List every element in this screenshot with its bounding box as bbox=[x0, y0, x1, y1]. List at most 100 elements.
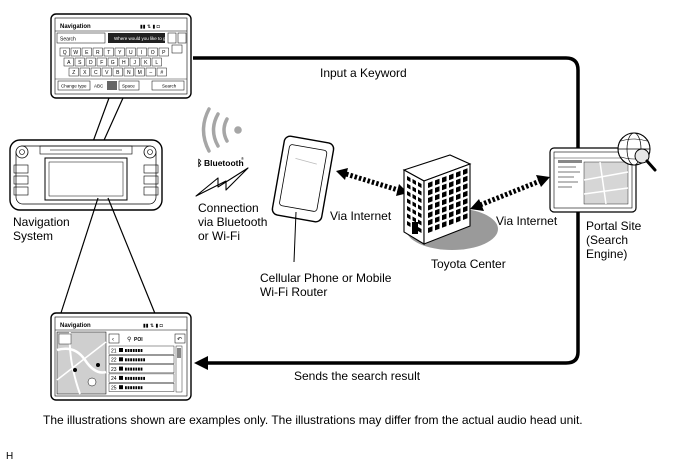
result-number: 25 bbox=[111, 386, 117, 392]
key-2-1[interactable]: X bbox=[79, 67, 90, 77]
key-2-7[interactable]: – bbox=[145, 67, 156, 77]
key-0-4[interactable]: T bbox=[103, 47, 114, 57]
knob-left bbox=[15, 145, 29, 159]
result-number: 24 bbox=[111, 376, 117, 382]
key-0-5[interactable]: Y bbox=[114, 47, 125, 57]
head-unit bbox=[9, 139, 163, 211]
key-1-8[interactable]: L bbox=[151, 57, 162, 67]
key-2-2[interactable]: C bbox=[90, 67, 101, 77]
key-2-8[interactable]: # bbox=[156, 67, 167, 77]
head-unit-screen bbox=[44, 157, 128, 201]
svg-text:▮▮ ⇅ ▮ ◘: ▮▮ ⇅ ▮ ◘ bbox=[143, 323, 163, 329]
result-category-icon bbox=[119, 348, 123, 352]
result-row[interactable]: 25 bbox=[108, 383, 175, 392]
key-label: R bbox=[96, 50, 100, 56]
connection-line-1: Connection bbox=[198, 201, 259, 215]
back-key[interactable] bbox=[177, 32, 187, 44]
prompt-box bbox=[108, 33, 165, 43]
result-number: 21 bbox=[111, 348, 117, 354]
portal-site-window bbox=[549, 147, 637, 213]
result-category-icon bbox=[119, 375, 123, 380]
navigation-system-line-2: System bbox=[13, 229, 54, 243]
phone-label: Cellular Phone or Mobile Wi-Fi Router bbox=[260, 271, 391, 299]
key-0-7[interactable]: I bbox=[136, 47, 147, 57]
key-label: K bbox=[144, 60, 148, 66]
phone-icon bbox=[271, 135, 335, 263]
connection-line-3: or Wi-Fi bbox=[198, 229, 240, 243]
return-key[interactable] bbox=[174, 333, 186, 344]
callout-line-bottom-right bbox=[107, 197, 157, 317]
space-key[interactable] bbox=[118, 80, 140, 91]
key-1-6[interactable]: J bbox=[129, 57, 140, 67]
callout-line-bottom-left bbox=[59, 197, 99, 317]
result-row[interactable]: 21 bbox=[108, 345, 175, 355]
key-label: S bbox=[78, 60, 82, 66]
result-row[interactable]: 24 bbox=[108, 373, 175, 383]
key-2-4[interactable]: B bbox=[112, 67, 123, 77]
key-1-0[interactable]: A bbox=[63, 57, 74, 67]
key-label: F bbox=[100, 60, 103, 66]
svg-text:▮▮ ⇅ ▮ ◘: ▮▮ ⇅ ▮ ◘ bbox=[140, 24, 160, 30]
key-label: T bbox=[107, 50, 110, 56]
key-1-2[interactable]: D bbox=[85, 57, 96, 67]
search-button[interactable] bbox=[151, 80, 185, 91]
key-2-3[interactable]: V bbox=[101, 67, 112, 77]
navigation-system-label: Navigation System bbox=[13, 215, 70, 243]
key-2-5[interactable]: N bbox=[123, 67, 134, 77]
input-keyword-label: Input a Keyword bbox=[320, 66, 407, 80]
wifi-signal-icon bbox=[201, 107, 242, 153]
key-label: P bbox=[162, 50, 166, 56]
key-label: # bbox=[160, 70, 163, 76]
key-0-1[interactable]: W bbox=[70, 47, 81, 57]
top-nav-screen: Navigation ▮▮ ⇅ ▮ ◘ Search Where would y… bbox=[50, 13, 192, 99]
list-key[interactable] bbox=[171, 44, 183, 54]
key-label: W bbox=[73, 50, 78, 56]
navigation-system-line-1: Navigation bbox=[13, 215, 70, 229]
search-button-label: Search bbox=[162, 84, 177, 89]
abc-label: ABC bbox=[94, 84, 104, 89]
key-label: M bbox=[138, 70, 142, 76]
result-row[interactable]: 23 bbox=[108, 364, 175, 374]
key-1-4[interactable]: G bbox=[107, 57, 118, 67]
key-label: D bbox=[89, 60, 93, 66]
key-label: G bbox=[111, 60, 115, 66]
key-0-9[interactable]: P bbox=[158, 47, 169, 57]
result-row[interactable]: 22 bbox=[108, 355, 175, 364]
building-icon bbox=[402, 154, 498, 250]
key-0-2[interactable]: E bbox=[81, 47, 92, 57]
toyota-center-label: Toyota Center bbox=[431, 257, 506, 271]
key-0-0[interactable]: Q bbox=[59, 47, 70, 57]
mode-key[interactable] bbox=[107, 81, 117, 90]
key-2-6[interactable]: M bbox=[134, 67, 145, 77]
mini-map bbox=[56, 331, 107, 395]
key-0-3[interactable]: R bbox=[92, 47, 103, 57]
connection-line-2: via Bluetooth bbox=[198, 215, 268, 229]
key-1-3[interactable]: F bbox=[96, 57, 107, 67]
phone-line-1: Cellular Phone or Mobile bbox=[260, 271, 392, 285]
key-label: A bbox=[67, 60, 71, 66]
space-label: Space bbox=[122, 84, 135, 89]
backspace-key[interactable] bbox=[167, 32, 177, 44]
arrow-left-icon-link2 bbox=[470, 199, 484, 211]
portal-site-line-1: Portal Site bbox=[586, 219, 642, 233]
key-0-8[interactable]: O bbox=[147, 47, 158, 57]
key-1-7[interactable]: K bbox=[140, 57, 151, 67]
key-2-0[interactable]: Z bbox=[68, 67, 79, 77]
key-1-1[interactable]: S bbox=[74, 57, 85, 67]
change-type-key[interactable] bbox=[57, 80, 91, 91]
arrow-right-icon-link2 bbox=[536, 175, 550, 187]
back-arrow-key[interactable] bbox=[108, 333, 120, 344]
key-1-5[interactable]: H bbox=[118, 57, 129, 67]
scrollbar[interactable] bbox=[175, 345, 183, 393]
via-internet-left-label: Via Internet bbox=[330, 209, 392, 223]
key-label: N bbox=[127, 70, 131, 76]
key-0-6[interactable]: U bbox=[125, 47, 136, 57]
search-field[interactable] bbox=[56, 32, 106, 44]
knob-right bbox=[143, 145, 157, 159]
key-label: Z bbox=[72, 70, 75, 76]
